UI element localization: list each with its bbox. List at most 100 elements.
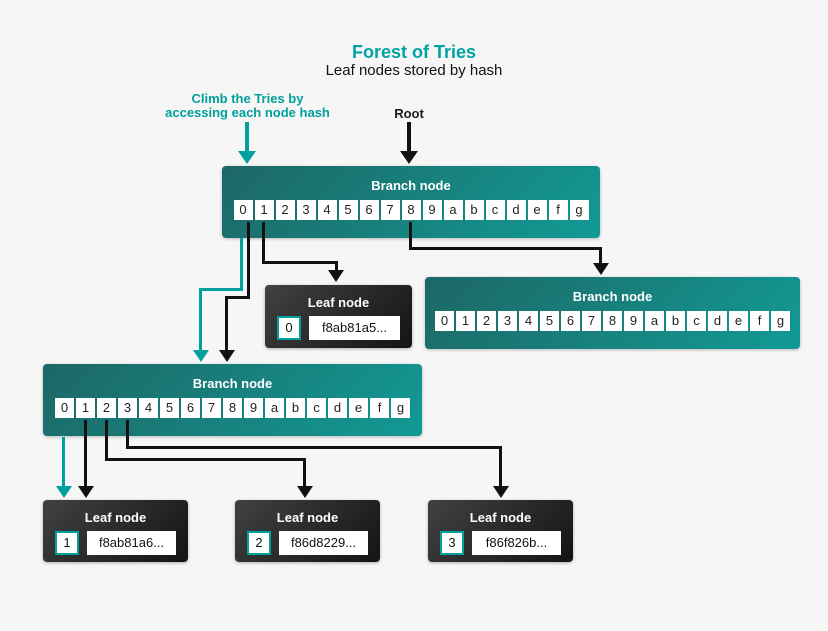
branch-cell: 3 bbox=[118, 398, 137, 418]
arrow-down-icon bbox=[593, 263, 609, 275]
branch-cell: 8 bbox=[223, 398, 242, 418]
branch-cell: a bbox=[443, 200, 463, 220]
connector-segment bbox=[262, 222, 265, 264]
branch-cell: 7 bbox=[380, 200, 400, 220]
branch-cell: 1 bbox=[254, 200, 274, 220]
climb-annotation: Climb the Tries by accessing each node h… bbox=[130, 91, 365, 121]
branch-cell: 2 bbox=[477, 311, 496, 331]
leaf-hash-box: f8ab81a5... bbox=[309, 316, 400, 340]
leaf-index-cell: 2 bbox=[247, 531, 271, 555]
branch-cell: 8 bbox=[401, 200, 421, 220]
connector-segment bbox=[105, 420, 108, 461]
arrow-down-icon bbox=[238, 151, 256, 164]
connector-segment bbox=[225, 296, 228, 350]
connector-segment bbox=[199, 288, 243, 291]
connector-segment bbox=[409, 247, 602, 250]
connector-segment bbox=[126, 446, 502, 449]
leaf-node-2: Leaf node 2 f86d8229... bbox=[235, 500, 380, 562]
branch-cell: 1 bbox=[456, 311, 475, 331]
arrow-down-icon bbox=[78, 486, 94, 498]
branch-cell: b bbox=[286, 398, 305, 418]
branch-cell: f bbox=[750, 311, 769, 331]
page-subtitle: Leaf nodes stored by hash bbox=[325, 62, 503, 79]
arrow-down-icon bbox=[193, 350, 209, 362]
connector-segment bbox=[199, 288, 202, 350]
branch-cell: 9 bbox=[244, 398, 263, 418]
branch-cell: g bbox=[771, 311, 790, 331]
connector-segment bbox=[303, 458, 306, 487]
branch-cell: a bbox=[645, 311, 664, 331]
connector-segment bbox=[105, 458, 306, 461]
branch-cell: c bbox=[485, 200, 505, 220]
branch-cell: 5 bbox=[338, 200, 358, 220]
branch-cell: 7 bbox=[582, 311, 601, 331]
root-arrow-shaft bbox=[407, 122, 411, 152]
connector-segment bbox=[84, 420, 87, 487]
leaf-node-title: Leaf node bbox=[307, 295, 370, 310]
connector-segment bbox=[62, 437, 65, 487]
connector-segment bbox=[599, 247, 602, 264]
climb-arrow-shaft bbox=[245, 122, 249, 152]
leaf-row: 2 f86d8229... bbox=[235, 531, 380, 555]
branch-cell: 0 bbox=[55, 398, 74, 418]
leaf-hash-box: f8ab81a6... bbox=[87, 531, 176, 555]
branch-cell: 9 bbox=[624, 311, 643, 331]
branch-cell: 3 bbox=[296, 200, 316, 220]
leaf-node-0: Leaf node 0 f8ab81a5... bbox=[265, 285, 412, 348]
branch-cell: 5 bbox=[540, 311, 559, 331]
branch-cell: 2 bbox=[275, 200, 295, 220]
connector-segment bbox=[225, 296, 250, 299]
branch-cell: 9 bbox=[422, 200, 442, 220]
branch-cell: f bbox=[370, 398, 389, 418]
branch-cell: e bbox=[527, 200, 547, 220]
branch-cell: 6 bbox=[561, 311, 580, 331]
connector-segment bbox=[409, 222, 412, 250]
leaf-index-cell: 1 bbox=[55, 531, 79, 555]
branch-cell: 4 bbox=[519, 311, 538, 331]
arrow-down-icon bbox=[400, 151, 418, 164]
branch-cell: b bbox=[464, 200, 484, 220]
branch-cell: 1 bbox=[76, 398, 95, 418]
connector-segment bbox=[126, 420, 129, 449]
root-annotation: Root bbox=[394, 106, 424, 121]
connector-segment bbox=[262, 261, 338, 264]
branch-cell: 7 bbox=[202, 398, 221, 418]
branch-cell: c bbox=[307, 398, 326, 418]
branch-cell: 8 bbox=[603, 311, 622, 331]
branch-cell: a bbox=[265, 398, 284, 418]
connector-segment bbox=[499, 446, 502, 487]
branch-cell: 4 bbox=[139, 398, 158, 418]
connector-segment bbox=[247, 222, 250, 299]
leaf-index-cell: 0 bbox=[277, 316, 301, 340]
branch-cell: d bbox=[506, 200, 526, 220]
climb-annotation-line2: accessing each node hash bbox=[165, 105, 330, 121]
branch-cell: f bbox=[548, 200, 568, 220]
branch-cell: 2 bbox=[97, 398, 116, 418]
branch-cell: 3 bbox=[498, 311, 517, 331]
arrow-down-icon bbox=[328, 270, 344, 282]
leaf-row: 3 f86f826b... bbox=[428, 531, 573, 555]
leaf-node-title: Leaf node bbox=[276, 510, 339, 525]
leaf-row: 0 f8ab81a5... bbox=[265, 316, 412, 340]
leaf-row: 1 f8ab81a6... bbox=[43, 531, 188, 555]
leaf-index-cell: 3 bbox=[440, 531, 464, 555]
connector-segment bbox=[335, 261, 338, 271]
branch-cell: 0 bbox=[435, 311, 454, 331]
leaf-node-title: Leaf node bbox=[84, 510, 147, 525]
arrow-down-icon bbox=[297, 486, 313, 498]
arrow-down-icon bbox=[219, 350, 235, 362]
branch-cell: 4 bbox=[317, 200, 337, 220]
arrow-down-icon bbox=[493, 486, 509, 498]
branch-cell: e bbox=[729, 311, 748, 331]
leaf-node-1: Leaf node 1 f8ab81a6... bbox=[43, 500, 188, 562]
branch-cell: g bbox=[569, 200, 589, 220]
branch-node-title: Branch node bbox=[572, 289, 653, 304]
page-title: Forest of Tries bbox=[351, 42, 477, 62]
branch-cell: 0 bbox=[233, 200, 253, 220]
